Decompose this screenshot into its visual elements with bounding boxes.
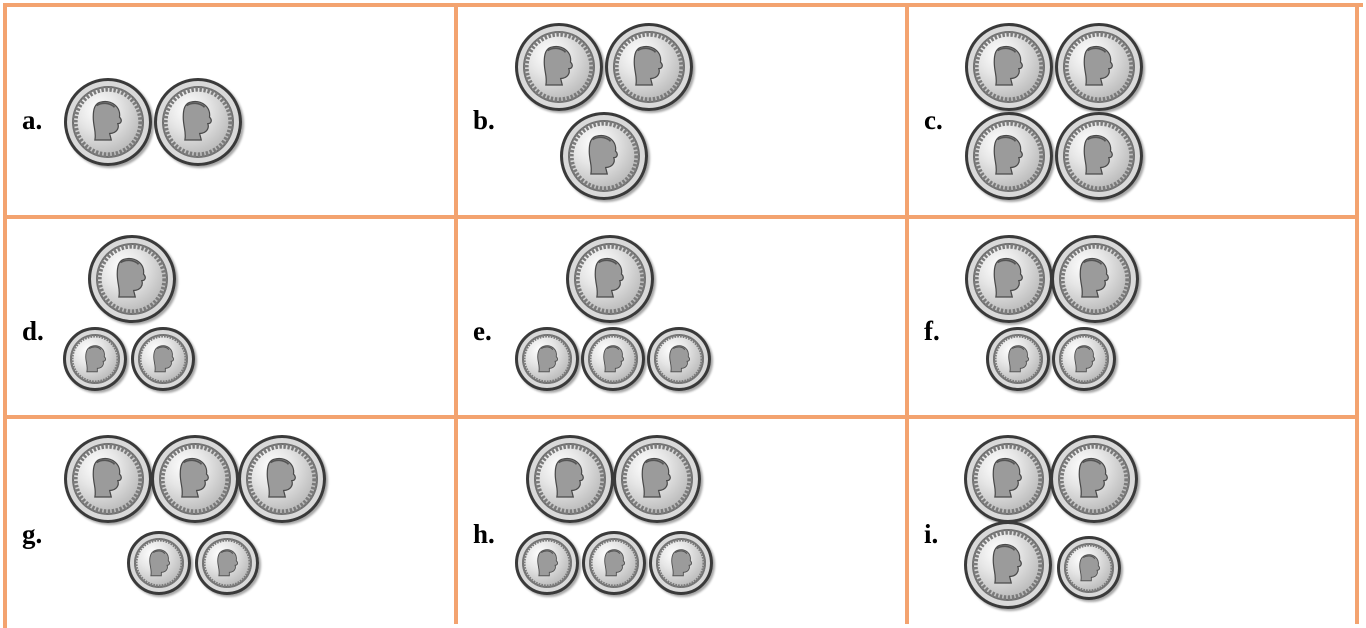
quarter-face-graphic xyxy=(534,443,606,515)
coin-group xyxy=(458,219,905,415)
quarter-coin-icon xyxy=(964,521,1052,609)
quarter-coin-icon xyxy=(515,23,603,111)
quarter-face-graphic xyxy=(621,443,693,515)
quarter-coin-icon xyxy=(151,435,239,523)
quarter-face-graphic xyxy=(159,443,231,515)
quarter-face-graphic xyxy=(568,120,640,192)
quarter-face-graphic xyxy=(1059,243,1131,315)
quarter-coin-icon xyxy=(965,112,1053,200)
coin-group xyxy=(909,7,1355,215)
dime-face-graphic xyxy=(588,334,638,384)
dime-coin-icon xyxy=(515,327,579,391)
quarter-face-graphic xyxy=(523,31,595,103)
dime-face-graphic xyxy=(522,334,572,384)
coin-group xyxy=(458,419,905,624)
quarter-coin-icon xyxy=(1051,235,1139,323)
cell-label: d. xyxy=(22,316,44,346)
quarter-face-graphic xyxy=(162,86,234,158)
quarter-face-graphic xyxy=(72,443,144,515)
quarter-coin-icon xyxy=(964,435,1052,523)
cell-label: a. xyxy=(22,105,43,135)
cell-d: d. xyxy=(7,219,458,419)
cell-h: h. xyxy=(458,419,909,624)
coin-group xyxy=(7,7,454,215)
dime-face-graphic xyxy=(138,334,188,384)
dime-coin-icon xyxy=(127,531,191,595)
quarter-coin-icon xyxy=(1055,23,1143,111)
dime-coin-icon xyxy=(1057,536,1121,600)
quarter-face-graphic xyxy=(574,243,646,315)
dime-face-graphic xyxy=(654,334,704,384)
dime-coin-icon xyxy=(515,531,579,595)
coin-group xyxy=(7,219,454,415)
quarter-coin-icon xyxy=(965,235,1053,323)
quarter-face-graphic xyxy=(972,529,1044,601)
coin-group xyxy=(909,219,1355,415)
dime-face-graphic xyxy=(1064,543,1114,593)
dime-coin-icon xyxy=(195,531,259,595)
quarter-coin-icon xyxy=(965,23,1053,111)
coin-group xyxy=(909,419,1355,624)
quarter-coin-icon xyxy=(154,78,242,166)
cell-label: i. xyxy=(924,519,939,549)
quarter-coin-icon xyxy=(1055,112,1143,200)
quarter-face-graphic xyxy=(973,31,1045,103)
dime-face-graphic xyxy=(1059,334,1109,384)
dime-face-graphic xyxy=(589,538,639,588)
cell-label: h. xyxy=(473,519,495,549)
cell-i: i. xyxy=(909,419,1359,624)
cell-c: c. xyxy=(909,7,1359,219)
cell-e: e. xyxy=(458,219,909,419)
cell-label: c. xyxy=(924,105,943,135)
cell-label: f. xyxy=(924,316,940,346)
dime-coin-icon xyxy=(63,327,127,391)
dime-coin-icon xyxy=(131,327,195,391)
quarter-coin-icon xyxy=(238,435,326,523)
coin-group xyxy=(458,7,905,215)
quarter-face-graphic xyxy=(72,86,144,158)
cell-label: g. xyxy=(22,519,43,549)
dime-coin-icon xyxy=(1052,327,1116,391)
coin-group xyxy=(7,419,454,624)
quarter-coin-icon xyxy=(613,435,701,523)
quarter-face-graphic xyxy=(973,120,1045,192)
dime-face-graphic xyxy=(70,334,120,384)
cell-label: e. xyxy=(473,316,492,346)
cell-b: b. xyxy=(458,7,909,219)
coin-problem-table: a. b. c. d. e. xyxy=(3,3,1363,628)
cell-a: a. xyxy=(7,7,458,219)
dime-face-graphic xyxy=(522,538,572,588)
quarter-face-graphic xyxy=(246,443,318,515)
quarter-coin-icon xyxy=(560,112,648,200)
quarter-coin-icon xyxy=(64,435,152,523)
cell-f: f. xyxy=(909,219,1359,419)
quarter-coin-icon xyxy=(1050,435,1138,523)
quarter-face-graphic xyxy=(1063,120,1135,192)
dime-coin-icon xyxy=(582,531,646,595)
cell-g: g. xyxy=(7,419,458,624)
dime-coin-icon xyxy=(647,327,711,391)
dime-face-graphic xyxy=(656,538,706,588)
quarter-face-graphic xyxy=(972,443,1044,515)
quarter-face-graphic xyxy=(96,243,168,315)
quarter-coin-icon xyxy=(64,78,152,166)
dime-face-graphic xyxy=(202,538,252,588)
quarter-coin-icon xyxy=(526,435,614,523)
dime-coin-icon xyxy=(986,327,1050,391)
quarter-coin-icon xyxy=(88,235,176,323)
dime-face-graphic xyxy=(993,334,1043,384)
quarter-face-graphic xyxy=(1063,31,1135,103)
quarter-face-graphic xyxy=(1058,443,1130,515)
dime-coin-icon xyxy=(649,531,713,595)
quarter-coin-icon xyxy=(566,235,654,323)
quarter-coin-icon xyxy=(605,23,693,111)
dime-face-graphic xyxy=(134,538,184,588)
cell-label: b. xyxy=(473,105,495,135)
quarter-face-graphic xyxy=(613,31,685,103)
quarter-face-graphic xyxy=(973,243,1045,315)
dime-coin-icon xyxy=(581,327,645,391)
